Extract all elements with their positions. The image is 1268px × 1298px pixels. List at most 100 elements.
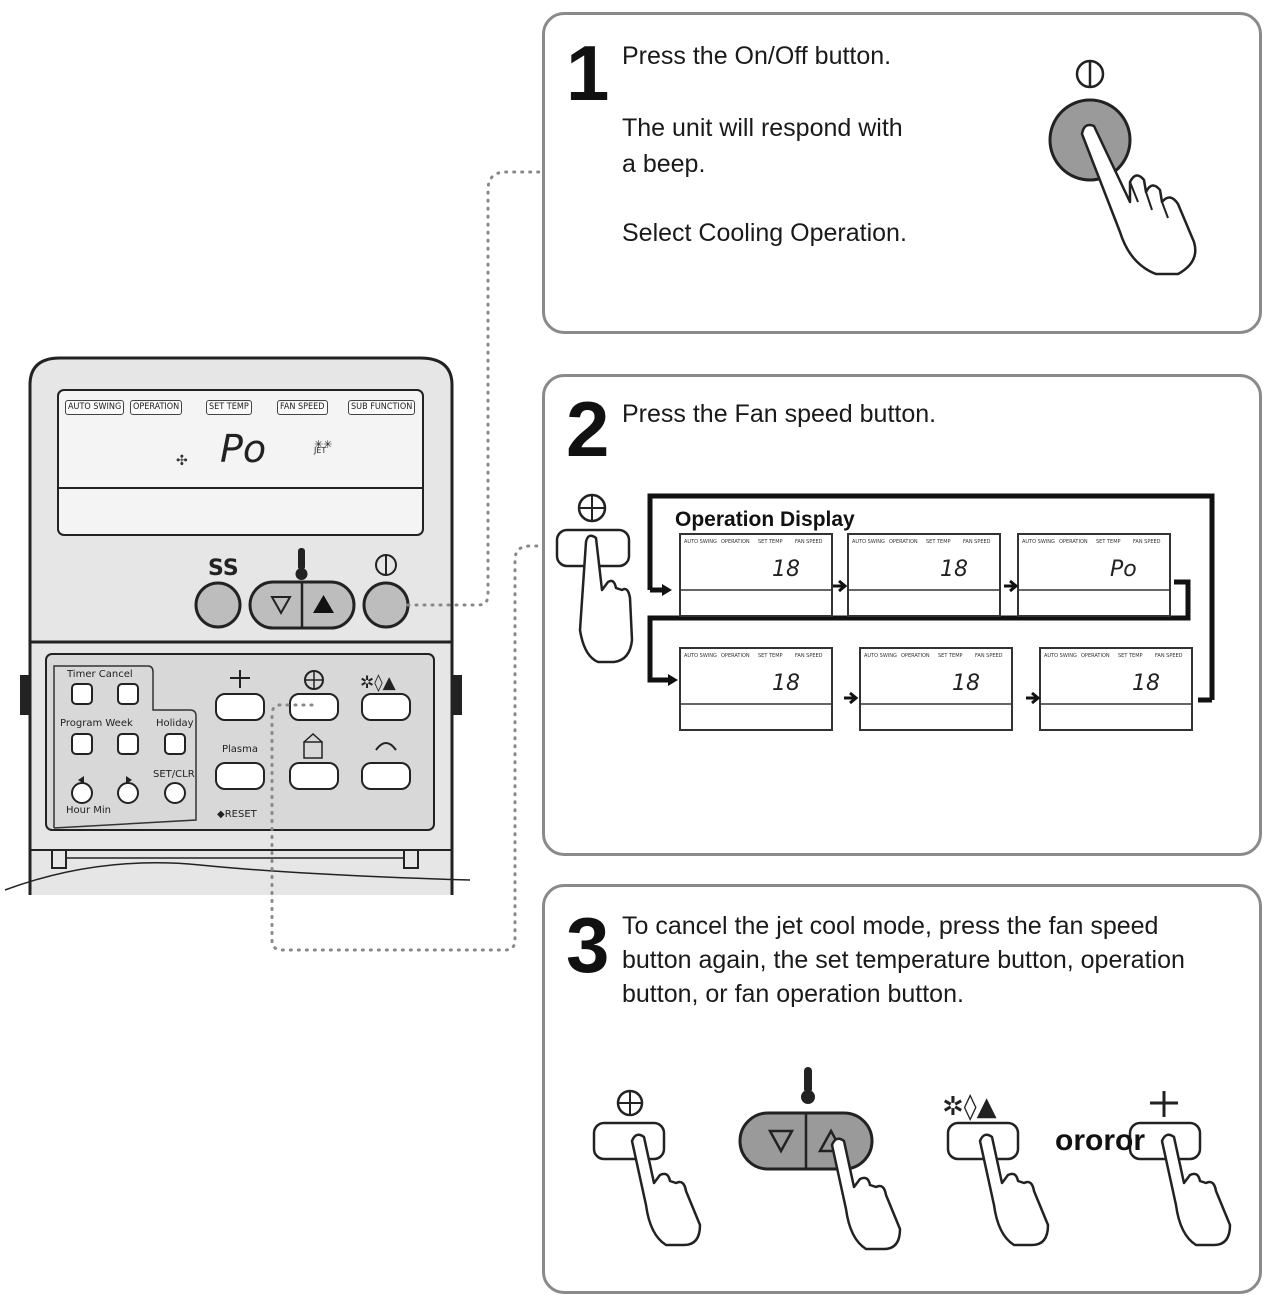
- jet-label: JET: [314, 446, 327, 455]
- mini-display-frame: [859, 647, 1013, 731]
- mini-display-value: 18: [952, 671, 980, 696]
- set-clr-label: SET/CLR: [153, 769, 195, 780]
- lcd-tab-auto-swing: AUTO SWING: [65, 400, 125, 415]
- mini-display-tab: OPERATION: [1059, 539, 1088, 545]
- fan-speed-icon: [304, 670, 324, 690]
- mini-display-frame: [1039, 647, 1193, 731]
- mini-display-frame: [1017, 533, 1171, 617]
- mini-display-tab: AUTO SWING: [852, 539, 885, 545]
- mini-display-value: Po: [1110, 557, 1137, 582]
- mini-display-tab: FAN SPEED: [975, 653, 1003, 659]
- on-off-button[interactable]: [364, 583, 408, 627]
- step-1-response: The unit will respond with a beep.: [622, 110, 903, 183]
- step-3-number: 3: [566, 901, 610, 989]
- operation-mode-button[interactable]: [362, 694, 410, 720]
- step-1-press-illustration: [1048, 59, 1197, 276]
- reset-dot-icon: ◆: [217, 809, 225, 820]
- mini-display-tab: FAN SPEED: [1155, 653, 1183, 659]
- hand-pointer-icon: [830, 1137, 902, 1251]
- mini-display-tab: SET TEMP: [758, 539, 783, 545]
- mini-display-tab: AUTO SWING: [684, 539, 717, 545]
- step-1-select: Select Cooling Operation.: [622, 219, 907, 247]
- or-separator-text: ororor: [1055, 1124, 1145, 1157]
- hour-min-label: Hour Min: [66, 805, 112, 816]
- mini-display-tab: SET TEMP: [926, 539, 951, 545]
- home-leave-button[interactable]: [290, 763, 338, 789]
- step-1-response-line2: a beep.: [622, 150, 706, 179]
- mini-display: AUTO SWING OPERATION SET TEMP FAN SPEED 18: [859, 647, 1013, 731]
- mini-display-frame: [679, 647, 833, 731]
- mini-display-tab: FAN SPEED: [1133, 539, 1161, 545]
- vane-button[interactable]: [362, 763, 410, 789]
- cycle-arrow-icon: [833, 579, 848, 593]
- mini-display-value: 18: [772, 671, 800, 696]
- temp-up-button[interactable]: [302, 584, 352, 626]
- mini-display-tab: FAN SPEED: [795, 653, 823, 659]
- step-1-number: 1: [566, 29, 610, 117]
- mini-display: AUTO SWING OPERATION SET TEMP FAN SPEED 18: [679, 533, 833, 617]
- lcd-tab-fan-speed: FAN SPEED: [277, 400, 328, 415]
- remote-body: SS ✲◊: [4, 356, 470, 910]
- step-3-line2: button again, the set temperature button…: [622, 945, 1185, 974]
- mini-display-tab: OPERATION: [721, 653, 750, 659]
- svg-text:✣: ✣: [176, 453, 188, 469]
- lcd-tab-set-temp: SET TEMP: [206, 400, 252, 415]
- step-1-instruction: Press the On/Off button.: [622, 42, 892, 70]
- reset-label: ◆RESET: [217, 809, 257, 820]
- mini-display: AUTO SWING OPERATION SET TEMP FAN SPEED 18: [679, 647, 833, 731]
- lcd-tab-sub-function: SUB FUNCTION: [348, 400, 416, 415]
- mini-display-value: 18: [1132, 671, 1160, 696]
- fan-operation-button[interactable]: [216, 694, 264, 720]
- mini-display-tab: OPERATION: [721, 539, 750, 545]
- swing-button[interactable]: [196, 583, 240, 627]
- cycle-arrow-icon: [1004, 579, 1019, 593]
- hand-pointer-icon: [978, 1133, 1050, 1247]
- fan-operation-icon: [230, 670, 250, 688]
- program-week-label: Program Week: [60, 718, 133, 729]
- svg-text:✳✳: ✳✳: [314, 438, 332, 451]
- hand-pointer-icon: [1080, 123, 1197, 276]
- remote-control: SS ✲◊: [0, 350, 470, 910]
- operation-display-title: Operation Display: [675, 508, 855, 531]
- mini-display-tab: AUTO SWING: [684, 653, 717, 659]
- mini-display-frame: [847, 533, 1001, 617]
- step-3-line3: button, or fan operation button.: [622, 979, 964, 1008]
- hand-pointer-icon: [578, 534, 634, 664]
- step-2-fan-speed-press: [555, 493, 634, 664]
- fan-speed-button[interactable]: [290, 694, 338, 720]
- svg-text:Po: Po: [220, 427, 266, 471]
- plasma-label: Plasma: [222, 744, 259, 755]
- reset-text: RESET: [224, 809, 257, 820]
- step-2-number: 2: [566, 385, 610, 473]
- thermometer-icon: [801, 1067, 815, 1104]
- mini-display-tab: OPERATION: [889, 539, 918, 545]
- svg-text:SS: SS: [208, 556, 239, 581]
- power-icon: [1075, 59, 1105, 89]
- mini-display-tab: OPERATION: [1081, 653, 1110, 659]
- mini-display-value: 18: [940, 557, 968, 582]
- hand-pointer-icon: [1160, 1133, 1232, 1247]
- mini-display-tab: SET TEMP: [758, 653, 783, 659]
- mini-display-tab: FAN SPEED: [795, 539, 823, 545]
- fan-operation-icon: [1150, 1091, 1178, 1117]
- cycle-arrow-icon: [844, 691, 859, 705]
- mini-display-tab: AUTO SWING: [1044, 653, 1077, 659]
- step-3-instruction: To cancel the jet cool mode, press the f…: [622, 910, 1185, 1011]
- hand-pointer-icon: [630, 1133, 702, 1247]
- step-1-response-line1: The unit will respond with: [622, 114, 903, 142]
- temp-down-button[interactable]: [252, 584, 302, 626]
- step-3-cancel-buttons: ✲◊▲: [592, 1067, 1232, 1251]
- svg-text:✲◊▲: ✲◊▲: [942, 1092, 997, 1122]
- mini-display-tab: AUTO SWING: [864, 653, 897, 659]
- step-3-line1: To cancel the jet cool mode, press the f…: [622, 912, 1159, 940]
- plasma-button[interactable]: [216, 763, 264, 789]
- mini-display-tab: SET TEMP: [938, 653, 963, 659]
- holiday-label: Holiday: [156, 718, 194, 729]
- mini-display-tab: OPERATION: [901, 653, 930, 659]
- mini-display-value: 18: [772, 557, 800, 582]
